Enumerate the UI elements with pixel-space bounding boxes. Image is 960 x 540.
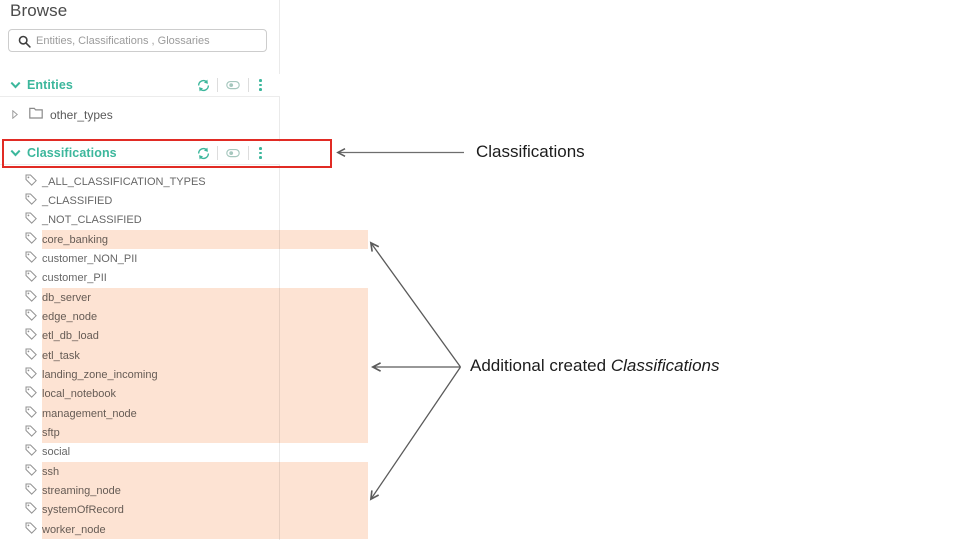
classification-item-label: management_node — [42, 407, 137, 420]
classification-item[interactable]: customer_NON_PII — [0, 249, 280, 268]
classification-item-label: worker_node — [42, 523, 106, 536]
classification-item[interactable]: landing_zone_incoming — [0, 365, 280, 384]
classifications-section-header[interactable]: Classifications — [0, 142, 280, 165]
classification-item-label: _CLASSIFIED — [42, 194, 113, 207]
classification-item-label: ssh — [42, 465, 60, 478]
tag-icon — [25, 424, 37, 442]
divider — [248, 78, 250, 92]
classification-item-label: social — [42, 446, 71, 459]
classification-item[interactable]: ssh — [0, 462, 280, 481]
refresh-icon[interactable] — [197, 147, 210, 160]
entities-section-label: Entities — [27, 78, 73, 92]
caret-right-icon[interactable] — [12, 106, 18, 124]
classifications-list: _ALL_CLASSIFICATION_TYPES _CLASSIFIED _NOT… — [0, 172, 280, 539]
classification-item[interactable]: local_notebook — [0, 385, 280, 404]
classification-item[interactable]: core_banking — [0, 230, 280, 249]
classification-item-label: _NOT_CLASSIFIED — [42, 214, 142, 227]
classification-item[interactable]: etl_db_load — [0, 327, 280, 346]
arrow-to-highlight-top — [369, 241, 462, 368]
classification-item-label: local_notebook — [42, 388, 117, 401]
annotation-label-classifications: Classifications — [476, 142, 585, 161]
classification-item-label: streaming_node — [42, 484, 121, 497]
divider — [217, 78, 219, 92]
search-box — [8, 29, 267, 52]
page-title: Browse — [10, 1, 68, 20]
tree-item-label: other_types — [50, 107, 113, 122]
toggle-icon[interactable] — [225, 146, 241, 160]
classifications-header-icons — [197, 146, 265, 160]
tag-icon — [25, 192, 37, 210]
classification-item[interactable]: db_server — [0, 288, 280, 307]
classification-item-label: edge_node — [42, 310, 98, 323]
refresh-icon[interactable] — [197, 79, 210, 92]
classification-item[interactable]: worker_node — [0, 520, 280, 539]
classification-item[interactable]: sftp — [0, 423, 280, 442]
toggle-icon[interactable] — [225, 78, 241, 92]
tag-icon — [25, 405, 37, 423]
tag-icon — [25, 463, 37, 481]
classification-item-label: customer_PII — [42, 272, 107, 285]
annotation-label-additional: Additional created Classifications — [470, 356, 720, 375]
classification-item[interactable]: _CLASSIFIED — [0, 191, 280, 210]
tag-icon — [25, 443, 37, 461]
folder-icon — [29, 106, 43, 124]
tag-icon — [25, 327, 37, 345]
classification-item-label: db_server — [42, 291, 91, 304]
tag-icon — [25, 501, 37, 519]
classification-item[interactable]: streaming_node — [0, 481, 280, 500]
tag-icon — [25, 366, 37, 384]
classification-item[interactable]: _ALL_CLASSIFICATION_TYPES — [0, 172, 280, 191]
classification-item-label: _ALL_CLASSIFICATION_TYPES — [42, 175, 206, 188]
classification-item-label: systemOfRecord — [42, 504, 124, 517]
classification-item-label: customer_NON_PII — [42, 252, 138, 265]
classification-item-label: etl_task — [42, 349, 80, 362]
chevron-down-icon — [10, 76, 21, 94]
classification-item-label: etl_db_load — [42, 330, 99, 343]
tag-icon — [25, 231, 37, 249]
entities-section-header[interactable]: Entities — [0, 74, 280, 97]
tag-icon — [25, 211, 37, 229]
tag-icon — [25, 308, 37, 326]
classification-item[interactable]: social — [0, 443, 280, 462]
chevron-down-icon — [10, 144, 21, 162]
classification-item-label: core_banking — [42, 233, 109, 246]
tag-icon — [25, 289, 37, 307]
tag-icon — [25, 347, 37, 365]
kebab-menu-icon[interactable] — [256, 78, 265, 92]
divider — [248, 146, 250, 160]
tag-icon — [25, 250, 37, 268]
classification-item[interactable]: edge_node — [0, 307, 280, 326]
classification-item[interactable]: etl_task — [0, 346, 280, 365]
classification-item[interactable]: management_node — [0, 404, 280, 423]
entities-tree-item-other-types[interactable]: other_types — [0, 103, 280, 126]
divider — [217, 146, 219, 160]
entities-header-icons — [197, 78, 265, 92]
tag-icon — [25, 521, 37, 539]
kebab-menu-icon[interactable] — [256, 146, 265, 160]
arrow-to-highlight-bottom — [369, 366, 462, 501]
classification-item-label: landing_zone_incoming — [42, 368, 158, 381]
tag-icon — [25, 482, 37, 500]
classification-item-label: sftp — [42, 426, 60, 439]
classification-item[interactable]: _NOT_CLASSIFIED — [0, 211, 280, 230]
classification-item[interactable]: systemOfRecord — [0, 501, 280, 520]
tag-icon — [25, 385, 37, 403]
tag-icon — [25, 269, 37, 287]
classifications-section-label: Classifications — [27, 146, 117, 160]
classification-item[interactable]: customer_PII — [0, 269, 280, 288]
tag-icon — [25, 173, 37, 191]
search-input[interactable] — [9, 30, 266, 51]
search-icon — [18, 35, 31, 53]
browse-sidebar: Browse Entities — [0, 0, 280, 540]
